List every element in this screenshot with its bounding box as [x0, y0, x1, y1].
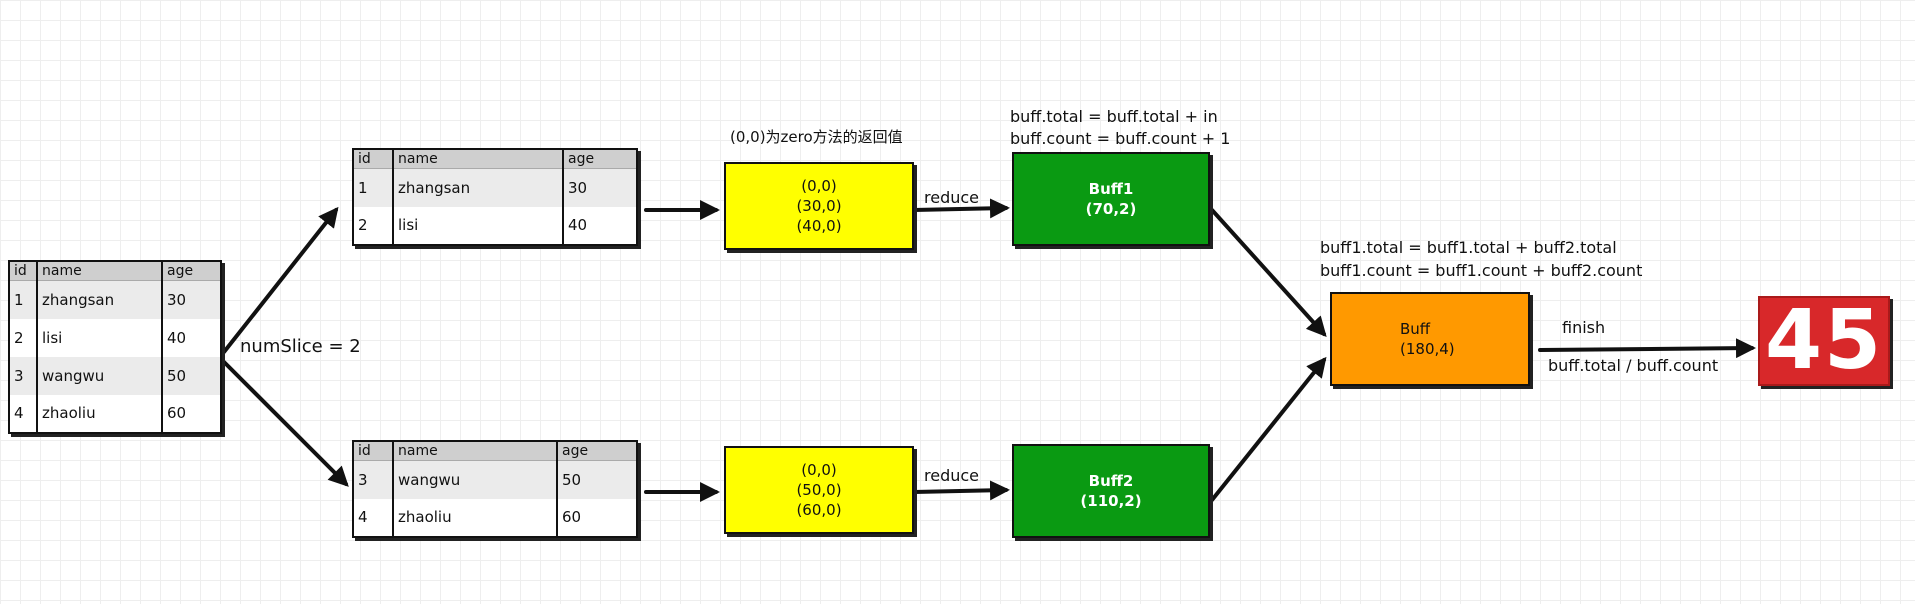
column-header: name — [37, 261, 163, 281]
reduce-label-bottom: reduce — [924, 466, 980, 485]
table-row: 1 zhangsan 30 — [353, 168, 637, 207]
slice2-values-box: (0,0) (50,0) (60,0) — [724, 446, 914, 534]
column-header: name — [393, 441, 558, 461]
value-item: (40,0) — [796, 217, 842, 235]
table-row: 4 zhaoliu 60 — [353, 498, 637, 537]
table-cell: zhangsan — [37, 280, 163, 319]
finish-label: finish — [1562, 318, 1606, 337]
table-cell: 1 — [9, 280, 38, 319]
table-cell: 1 — [353, 168, 394, 207]
column-header: id — [9, 261, 38, 281]
table-row: 4 zhaoliu 60 — [9, 394, 221, 433]
buff-value: (70,2) — [1085, 200, 1137, 218]
table-cell: 40 — [167, 328, 187, 347]
split-label: numSlice = 2 — [240, 336, 361, 357]
result-box: 45 — [1758, 296, 1890, 386]
value-item: (50,0) — [796, 481, 842, 499]
table-cell: 2 — [353, 206, 394, 245]
column-header: id — [353, 441, 394, 461]
value-item: (30,0) — [796, 197, 842, 215]
table-cell: 2 — [9, 318, 38, 357]
table-cell: 4 — [9, 394, 38, 433]
formula-line: buff.count = buff.count + 1 — [1010, 129, 1231, 148]
table-cell: 30 — [563, 168, 637, 207]
table-cell: wangwu — [393, 460, 558, 499]
table-row: 2 lisi 40 — [9, 318, 221, 357]
result-value: 45 — [1764, 293, 1884, 388]
table-row: 1 zhangsan 30 — [9, 280, 221, 319]
formula-line: buff.total = buff.total + in — [1010, 107, 1218, 126]
table-cell: 40 — [568, 216, 588, 234]
merged-buff-box: Buff (180,4) — [1330, 292, 1530, 386]
source-table: id name age 1 zhangsan 30 2 lisi 40 3 wa… — [8, 260, 222, 434]
table-cell: 60 — [167, 404, 187, 422]
value-item: (0,0) — [801, 177, 837, 195]
column-header: id — [353, 149, 394, 169]
reduce-arrow-2 — [912, 480, 1010, 501]
buff2-merge-arrow — [1210, 356, 1327, 502]
buff-value: (110,2) — [1080, 492, 1142, 510]
table-cell: 4 — [353, 498, 394, 537]
buff-value: (180,4) — [1400, 340, 1455, 358]
reduce-formula: buff.total = buff.total + in buff.count … — [1010, 106, 1230, 150]
merge-formula: buff1.total = buff1.total + buff2.total … — [1320, 236, 1642, 282]
table-header-row: id name age — [353, 441, 637, 461]
formula-line: buff1.total = buff1.total + buff2.total — [1320, 238, 1617, 257]
table-header-row: id name age — [9, 261, 221, 281]
table-cell: 60 — [562, 508, 582, 526]
table-row: 2 lisi 40 — [353, 206, 637, 245]
slice2-table: id name age 3 wangwu 50 4 zhaoliu 60 — [352, 440, 638, 538]
column-header: age — [563, 149, 637, 169]
table-cell: zhaoliu — [37, 394, 163, 433]
split-arrow-top — [222, 206, 339, 354]
buff-name: Buff — [1400, 320, 1431, 338]
formula-line: buff1.count = buff1.count + buff2.count — [1320, 261, 1643, 280]
split-arrow-bottom — [222, 360, 349, 487]
table-cell: 3 — [9, 356, 38, 395]
reduce-label-top: reduce — [924, 188, 980, 207]
column-header: age — [557, 441, 637, 461]
table-row: 3 wangwu 50 — [9, 356, 221, 395]
table-cell: 3 — [353, 460, 394, 499]
value-item: (0,0) — [801, 461, 837, 479]
buff-name: Buff2 — [1088, 472, 1134, 490]
column-header: name — [393, 149, 564, 169]
reduce-arrow-1 — [912, 198, 1010, 219]
table-cell: lisi — [393, 206, 564, 245]
column-header: age — [162, 261, 221, 281]
table-cell: zhangsan — [393, 168, 564, 207]
table-cell: zhaoliu — [393, 498, 558, 537]
buff1-box: Buff1 (70,2) — [1012, 152, 1210, 246]
zero-note: (0,0)为zero方法的返回值 — [730, 128, 903, 146]
table-cell: lisi — [37, 318, 163, 357]
finish-arrow — [1538, 338, 1756, 359]
value-item: (60,0) — [796, 501, 842, 519]
buff2-box: Buff2 (110,2) — [1012, 444, 1210, 538]
table-cell: 50 — [162, 356, 221, 395]
buff-name: Buff1 — [1088, 180, 1134, 198]
table-cell: wangwu — [37, 356, 163, 395]
table-cell: 30 — [162, 280, 221, 319]
table-header-row: id name age — [353, 149, 637, 169]
table-cell: 50 — [557, 460, 637, 499]
buff1-merge-arrow — [1210, 208, 1327, 337]
finish-formula: buff.total / buff.count — [1548, 356, 1719, 375]
slice1-table: id name age 1 zhangsan 30 2 lisi 40 — [352, 148, 638, 246]
table-row: 3 wangwu 50 — [353, 460, 637, 499]
slice1-values-box: (0,0) (30,0) (40,0) — [724, 162, 914, 250]
